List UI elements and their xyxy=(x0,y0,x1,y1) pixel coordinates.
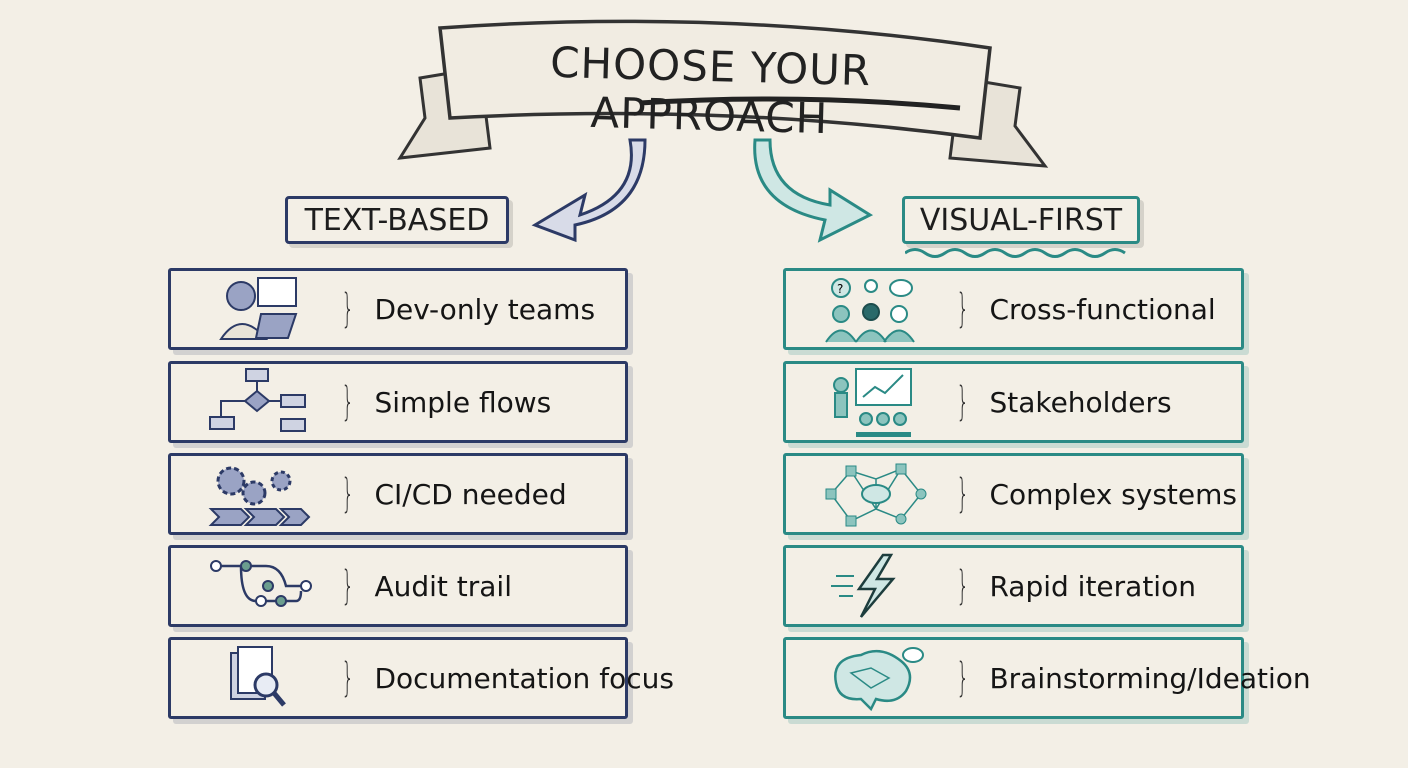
text-based-item: } Dev-only teams xyxy=(168,268,628,350)
arrow-right-icon xyxy=(753,138,874,243)
title-banner xyxy=(397,19,1049,168)
page-title: CHOOSE YOUR APPROACH xyxy=(549,37,872,144)
visual-first-item: } Brainstorming/Ideation xyxy=(783,637,1311,719)
team-ideas-icon: ? xyxy=(825,278,915,343)
visual-first-item: } Rapid iteration xyxy=(783,545,1244,627)
item-label: Stakeholders xyxy=(989,385,1172,419)
visual-first-item: } Complex systems xyxy=(783,453,1244,535)
presentation-icon xyxy=(833,368,912,437)
brace-divider: } xyxy=(341,379,355,425)
network-cloud-icon xyxy=(825,463,927,527)
item-label: CI/CD needed xyxy=(374,477,567,511)
visual-first-item: ?} Cross-functional xyxy=(783,268,1244,350)
brace-divider: } xyxy=(956,471,970,517)
item-label: Dev-only teams xyxy=(374,292,596,326)
arrow-left-icon xyxy=(531,138,647,243)
visual-first-item: } Stakeholders xyxy=(783,361,1244,443)
flowchart-icon xyxy=(209,368,306,432)
gears-pipeline-icon xyxy=(208,466,311,526)
brace-divider: } xyxy=(341,655,355,701)
brace-divider: } xyxy=(956,286,970,332)
git-branch-icon xyxy=(210,560,312,607)
wavy-underline xyxy=(905,248,1126,258)
text-based-item: } Audit trail xyxy=(168,545,628,627)
item-label: Rapid iteration xyxy=(989,569,1196,603)
item-label: Simple flows xyxy=(374,385,552,419)
lightning-icon xyxy=(831,553,896,618)
brace-divider: } xyxy=(956,379,970,425)
brain-network-icon xyxy=(834,647,924,712)
item-label: Documentation focus xyxy=(374,661,674,695)
text-based-item: } Documentation focus xyxy=(168,637,674,719)
svg-text:?: ? xyxy=(837,282,843,296)
item-label: Cross-functional xyxy=(989,292,1216,326)
documents-magnifier-icon xyxy=(230,646,286,707)
item-label: Complex systems xyxy=(989,477,1237,511)
text-based-header: TEXT-BASED xyxy=(285,196,509,244)
brace-divider: } xyxy=(956,563,970,609)
brace-divider: } xyxy=(341,471,355,517)
text-based-item: } Simple flows xyxy=(168,361,628,443)
text-based-item: } CI/CD needed xyxy=(168,453,628,535)
developer-laptop-icon xyxy=(219,277,298,340)
brace-divider: } xyxy=(341,563,355,609)
visual-first-header: VISUAL-FIRST xyxy=(902,196,1140,244)
item-label: Brainstorming/Ideation xyxy=(989,661,1311,695)
brace-divider: } xyxy=(341,286,355,332)
item-label: Audit trail xyxy=(374,569,512,603)
brace-divider: } xyxy=(956,655,970,701)
